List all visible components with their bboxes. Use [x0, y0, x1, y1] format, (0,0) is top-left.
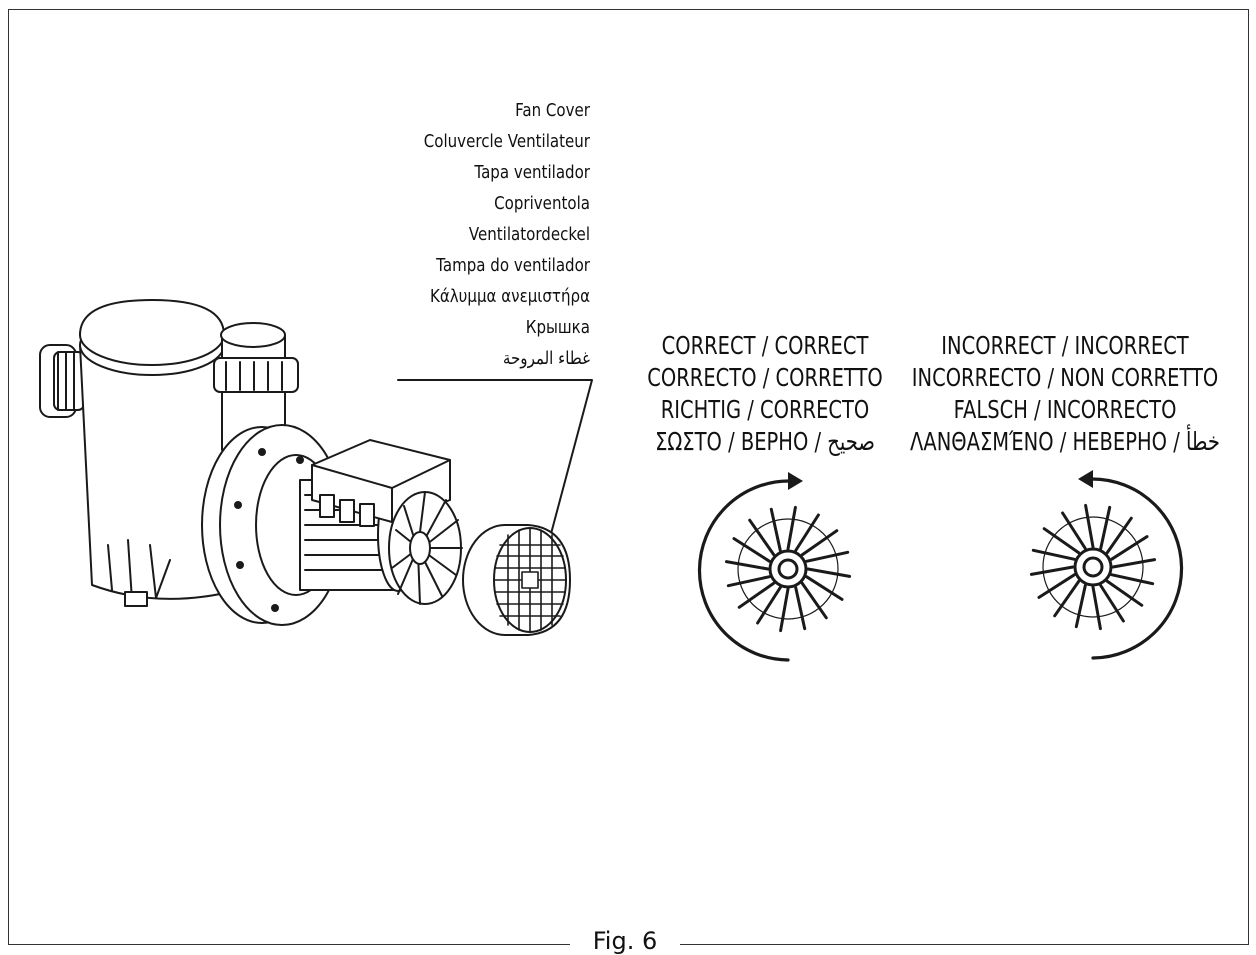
leader-line [397, 379, 593, 546]
correct-blade-9 [724, 560, 770, 571]
correct-blade-13 [786, 505, 797, 551]
fan-cover-label-de: Ventilatordeckel [468, 225, 590, 245]
incorrect-blade-8 [1037, 573, 1076, 599]
incorrect-blade-1 [1111, 558, 1157, 569]
clockwise-arrow [697, 479, 792, 662]
correct-blade-8 [726, 575, 771, 588]
counterclockwise-arrowhead [1078, 470, 1093, 488]
incorrect-blade-3 [1105, 579, 1144, 607]
correct-line-1: CORRECT / CORRECT [661, 331, 869, 360]
incorrect-rotation-diagram [1029, 470, 1184, 660]
incorrect-line-4: ΛΑΝΘΑΣΜΈΝΟ / НЕВЕРНО / خطأ [910, 427, 1220, 456]
fan-cover [462, 524, 571, 636]
fan-cover-label-fr: Coluvercle Ventilateur [423, 132, 590, 152]
correct-blade-15 [800, 529, 839, 557]
incorrect-blade-14 [1099, 505, 1112, 550]
exposed-fan [388, 491, 463, 605]
outlet-union [213, 322, 299, 451]
correct-blade-12 [769, 507, 782, 552]
figure-caption: Fig. 6 [592, 927, 658, 955]
fan-cover-label-es: Tapa ventilador [474, 163, 590, 183]
correct-rotation-diagram [697, 472, 852, 662]
correct-blade-14 [794, 513, 820, 552]
incorrect-blade-7 [1053, 579, 1081, 618]
correct-line-3: RICHTIG / CORRECTO [660, 395, 870, 424]
incorrect-blade-5 [1091, 585, 1102, 631]
incorrect-blade-10 [1031, 548, 1076, 561]
incorrect-blade-13 [1084, 503, 1095, 549]
incorrect-blade-16 [1110, 535, 1149, 561]
fan-cover-label-en: Fan Cover [515, 101, 590, 121]
incorrect-rotation-label: INCORRECT / INCORRECT INCORRECTO / NON C… [897, 330, 1232, 458]
incorrect-blade-6 [1074, 584, 1087, 629]
incorrect-blade-12 [1061, 511, 1087, 550]
correct-blade-5 [779, 587, 790, 633]
fan-cover-label-pt: Tampa do ventilador [436, 256, 590, 276]
correct-blade-10 [732, 537, 771, 563]
correct-blade-4 [794, 586, 807, 631]
fan-cover-label-ru: Крышка [525, 318, 590, 338]
correct-blade-11 [748, 518, 776, 557]
incorrect-blade-4 [1099, 584, 1125, 623]
correct-blade-16 [805, 550, 850, 563]
incorrect-blade-2 [1110, 573, 1155, 586]
correct-line-2: CORRECTO / CORRETTO [647, 363, 883, 392]
correct-line-4: ΣΩΣΤΟ / ВЕРНО / صحيح [655, 427, 875, 456]
correct-blade-7 [737, 581, 776, 609]
inlet-union [39, 344, 85, 418]
incorrect-line-3: FALSCH / INCORRECTO [953, 395, 1177, 424]
caption-gap [570, 930, 680, 953]
incorrect-line-2: INCORRECTO / NON CORRETTO [911, 363, 1219, 392]
incorrect-blade-9 [1029, 565, 1075, 576]
clockwise-arrowhead [788, 472, 803, 490]
correct-blade-2 [805, 575, 844, 601]
correct-rotation-label: CORRECT / CORRECT CORRECTO / CORRETTO RI… [605, 330, 925, 458]
correct-blade-6 [756, 586, 782, 625]
incorrect-blade-11 [1042, 527, 1081, 555]
fan-cover-label-el: Κάλυμμα ανεμιστήρα [429, 287, 590, 307]
incorrect-line-1: INCORRECT / INCORRECT [941, 331, 1189, 360]
correct-blade-1 [806, 567, 852, 578]
counterclockwise-arrow [1089, 477, 1184, 660]
fan-cover-label-ar: غطاء المروحة [502, 349, 590, 369]
incorrect-blade-15 [1105, 516, 1133, 555]
correct-blade-3 [800, 581, 828, 620]
fan-cover-callout: Fan Cover Coluvercle Ventilateur Tapa ve… [380, 96, 590, 375]
fan-cover-label-it: Copriventola [494, 194, 590, 214]
